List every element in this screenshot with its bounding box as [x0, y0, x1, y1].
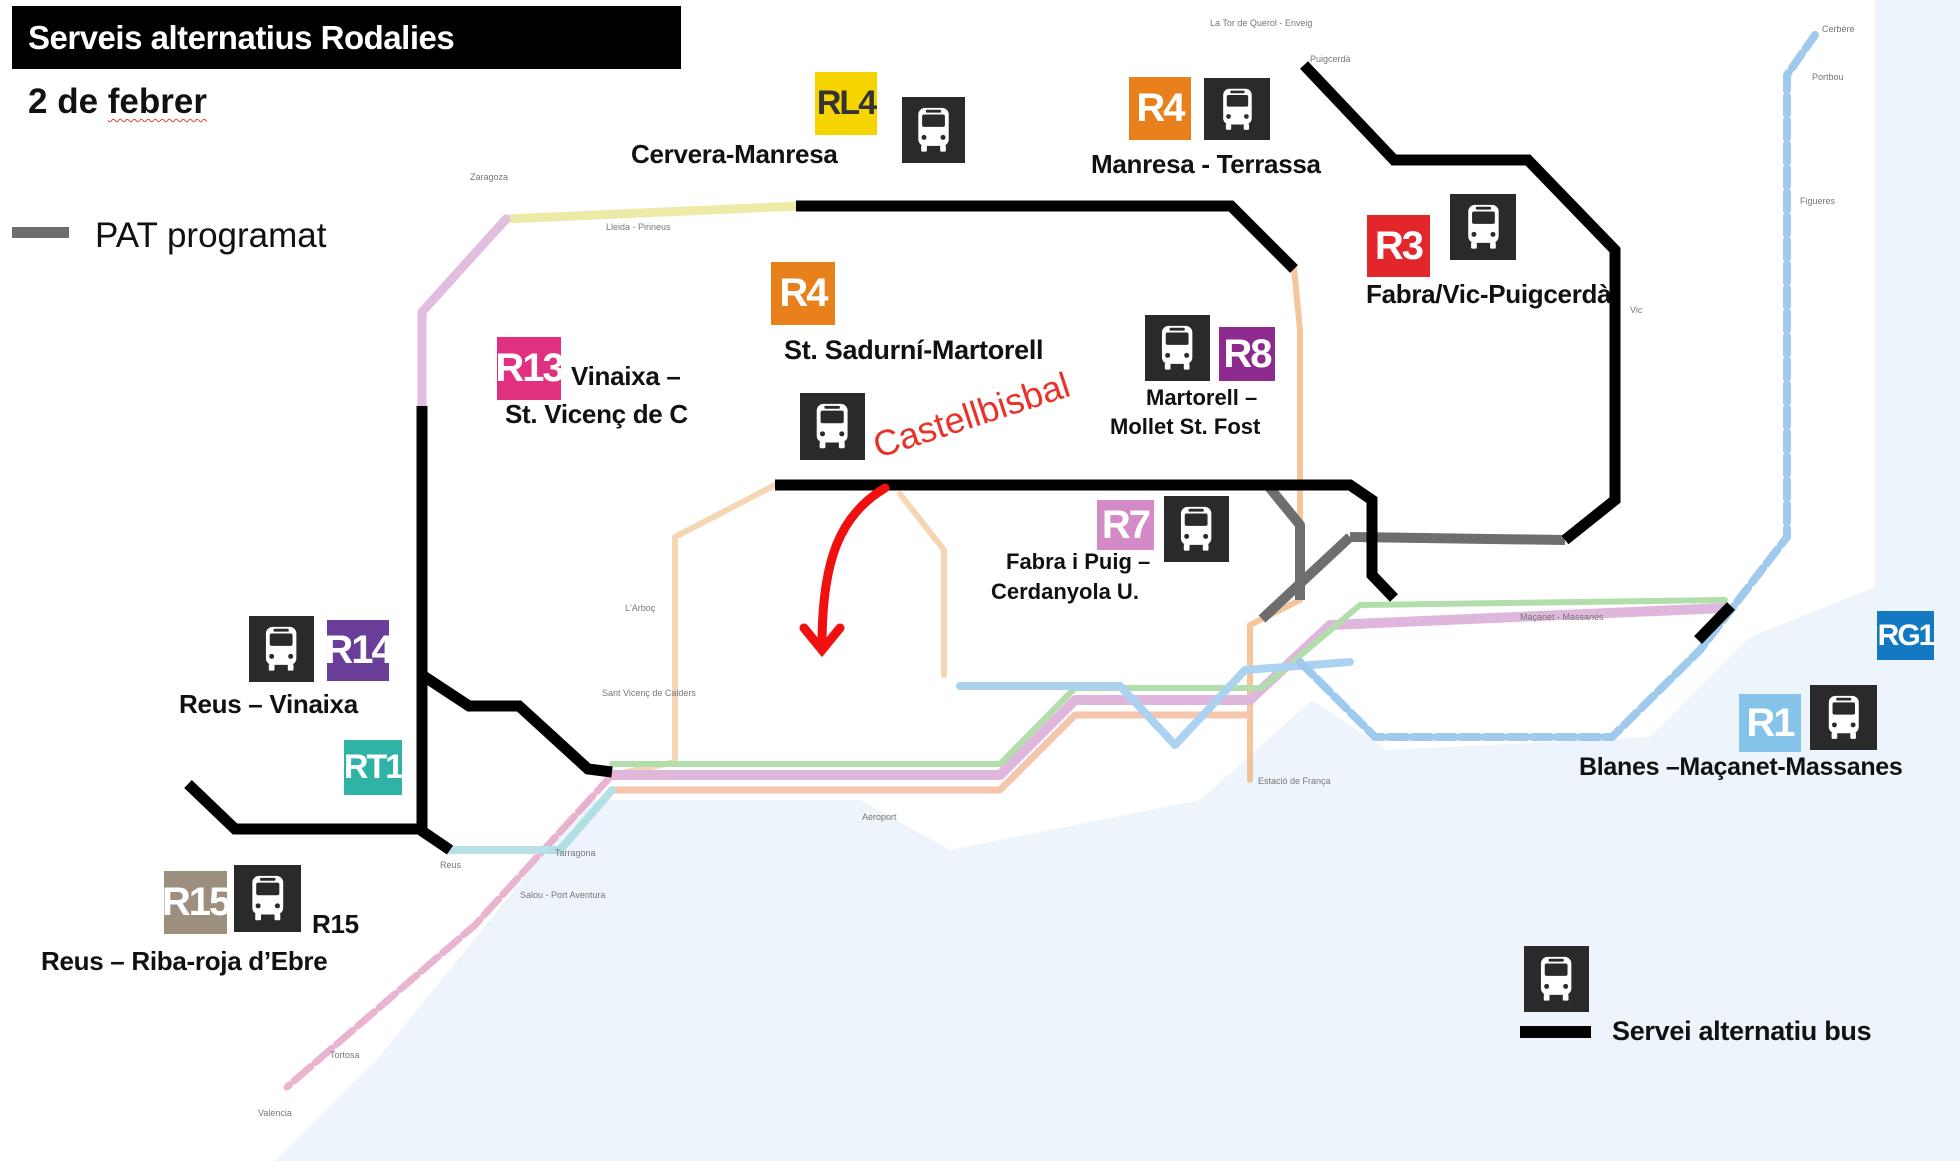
rail-line-reus [446, 786, 616, 854]
bus-icon [1810, 685, 1877, 750]
bus-icon [902, 97, 965, 163]
line-badge-rg1: RG1 [1877, 611, 1935, 660]
line-badge-r4-south: R4 [771, 262, 835, 325]
rail-line-trunk-pink [607, 603, 1730, 780]
rail-line-r1 [1296, 31, 1819, 741]
arrow-head [799, 623, 845, 658]
station-label: Tarragona [555, 848, 596, 858]
bus-route-r14-branch [418, 670, 613, 778]
pat-route-r7 [1349, 532, 1566, 545]
station-label: Aeroport [862, 812, 897, 822]
line-badge-r13: R13 [495, 337, 565, 400]
pat-routes [1258, 483, 1566, 623]
route-label-r7-line1: Fabra i Puig – [1006, 549, 1151, 574]
line-badge-rl4: RL4 [815, 72, 877, 135]
route-label-blanes-macanet: Blanes –Maçanet-Massanes [1579, 753, 1903, 781]
rail-line-r4-east [897, 491, 947, 678]
bus-icon [1450, 194, 1516, 260]
bus-route-r15 [184, 780, 422, 835]
date-label: 2 de febrer [28, 82, 207, 122]
route-label-r13-line2: St. Vicenç de C [505, 399, 688, 429]
station-label: Salou - Port Aventura [520, 890, 606, 900]
line-badge-r15: R15 [162, 871, 231, 934]
bus-routes [184, 61, 1735, 855]
station-label: Cerbère [1822, 24, 1855, 34]
bus-route-reus-vinaixa [416, 406, 454, 855]
rail-line-south [283, 771, 616, 1091]
rail-line-r12 [417, 214, 511, 836]
bus-icon [249, 616, 314, 682]
date-prefix: 2 de [28, 82, 108, 121]
rail-line-trunk-green [609, 597, 1728, 767]
route-label-r8-line2: Mollet St. Fost [1110, 414, 1261, 439]
pat-route-r8 [1258, 533, 1354, 623]
bus-icon [1164, 496, 1229, 562]
line-badge-r3: R3 [1367, 215, 1430, 277]
line-badge-r1: R1 [1739, 694, 1801, 752]
castellbisbal-arrow [799, 483, 890, 658]
bus-icon [1204, 78, 1270, 140]
route-label-cervera-manresa: Cervera-Manresa [631, 139, 838, 169]
station-label: L'Arboç [625, 603, 656, 613]
route-label-manresa-terrassa: Manresa - Terrassa [1091, 149, 1321, 179]
date-month: febrer [107, 82, 207, 121]
line-badge-r4-north: R4 [1129, 77, 1191, 140]
pat-legend-swatch [12, 227, 69, 238]
bus-legend-swatch [1520, 1026, 1591, 1038]
page-title: Serveis alternatius Rodalies [28, 19, 455, 56]
bus-route-sadurni-mollet [775, 479, 1398, 602]
rail-line-r4-west [609, 482, 778, 778]
bus-icon [234, 865, 301, 932]
route-label-sadurni-martorell: St. Sadurní-Martorell [784, 335, 1044, 365]
bus-route-blanes [1694, 602, 1735, 644]
station-label: Reus [440, 860, 462, 870]
route-label-r13-line1: Vinaixa – [571, 361, 681, 391]
line-badge-rt1: RT1 [344, 740, 404, 795]
route-label-reus-ribaroja: Reus – Riba-roja d’Ebre [41, 946, 328, 976]
station-label: Vic [1630, 305, 1643, 315]
route-label-reus-vinaixa: Reus – Vinaixa [179, 689, 358, 719]
station-label: Estació de França [1258, 776, 1331, 786]
arrow-shaft [817, 483, 890, 650]
station-label: Lleida - Pirineus [606, 222, 671, 232]
sea [275, 0, 1960, 1161]
route-label-r7-line2: Cerdanyola U. [991, 579, 1139, 604]
pat-legend-label: PAT programat [95, 216, 327, 255]
bus-route-cervera-manresa [796, 200, 1298, 273]
line-badge-r7: R7 [1097, 500, 1154, 550]
pat-route-r4 [1265, 483, 1305, 600]
bus-icon [800, 393, 865, 460]
bus-route-vic-puigcerda [1300, 61, 1621, 545]
station-label: Puigcerdà [1310, 54, 1351, 64]
legend-bus-icon [1524, 946, 1589, 1012]
route-label-fabra-vic-puigcerda: Fabra/Vic-Puigcerdà [1366, 279, 1612, 309]
r15-line-text: R15 [312, 909, 359, 939]
route-label-r8-line1: Martorell – [1146, 385, 1258, 410]
bus-legend-label: Servei alternatiu bus [1612, 1016, 1872, 1046]
station-label: Zaragoza [470, 172, 509, 182]
line-badge-r14: R14 [324, 620, 394, 681]
line-badge-r8: R8 [1219, 327, 1275, 381]
title-banner: Serveis alternatius Rodalies [12, 6, 681, 69]
station-label: Figueres [1800, 196, 1836, 206]
rail-line-trunk-blue [956, 658, 1354, 749]
station-label: Portbou [1812, 72, 1844, 82]
rail-line-trunk-orange [608, 711, 1254, 794]
station-label: La Tor de Querol - Enveig [1210, 18, 1313, 28]
station-label: Sant Vicenç de Calders [602, 688, 696, 698]
station-label: Maçanet - Massanes [1520, 612, 1604, 622]
station-label: Valencia [258, 1108, 292, 1118]
bus-icon [1145, 315, 1210, 381]
station-label: Tortosa [330, 1050, 360, 1060]
